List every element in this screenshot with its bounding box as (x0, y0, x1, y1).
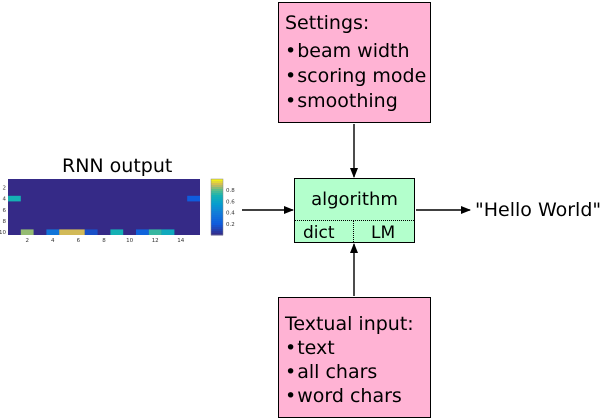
colorbar-segment (211, 197, 223, 200)
settings-box: Settings: •beam width •scoring mode •smo… (278, 2, 431, 123)
lm-label: LM (371, 223, 396, 243)
colorbar-segment (211, 189, 223, 192)
colorbar-segment (211, 207, 223, 210)
textual-item-text: •text (285, 337, 335, 359)
heatmap-cell (187, 195, 200, 202)
heatmap-cell (84, 229, 98, 235)
colorbar-segment (211, 231, 223, 234)
heatmap-grid (8, 179, 200, 235)
heatmap-cell (8, 195, 21, 202)
heatmap-cell (72, 229, 85, 235)
heatmap-cell (136, 229, 149, 235)
colorbar-segment (211, 191, 223, 194)
dict-label: dict (303, 223, 335, 243)
heatmap-x-tick-label: 4 (51, 238, 55, 244)
colorbar-segment (211, 215, 223, 218)
heatmap-cell (110, 229, 124, 235)
settings-title: Settings: (285, 12, 370, 34)
heatmap-y-tick-label: 4 (3, 197, 7, 203)
heatmap-x-ticks: 2 4 6 8 10 12 14 (25, 238, 184, 244)
colorbar-segment (211, 221, 223, 224)
colorbar-tick-label: 0.6 (226, 199, 235, 205)
colorbar-tick-label: 0.2 (226, 222, 235, 228)
colorbar-segment (211, 203, 223, 206)
heatmap-cell (148, 229, 162, 235)
heatmap-colorbar: 0.8 0.6 0.4 0.2 (210, 178, 235, 236)
algorithm-box: algorithm dict LM (294, 178, 415, 243)
bullet-icon: • (285, 385, 297, 407)
heatmap-x-tick-label: 8 (102, 238, 106, 244)
algorithm-vertical-divider (353, 221, 354, 242)
colorbar-segment (211, 181, 223, 184)
colorbar-segment (211, 199, 223, 202)
colorbar-segment (211, 229, 223, 232)
bullet-icon: • (285, 40, 297, 62)
colorbar-frame (210, 178, 224, 236)
colorbar-segment (211, 217, 223, 220)
heatmap-background (8, 179, 200, 235)
rnn-output-label: RNN output (62, 155, 173, 177)
bullet-icon: • (285, 65, 297, 87)
heatmap-y-ticks: 2 4 6 8 10 (0, 185, 7, 236)
settings-item-smoothing: •smoothing (285, 90, 398, 112)
heatmap-cell (161, 229, 175, 235)
bullet-icon: • (285, 90, 297, 112)
heatmap-y-tick-label: 8 (3, 219, 7, 225)
colorbar-segment (211, 183, 223, 186)
heatmap-x-tick-label: 2 (25, 238, 29, 244)
colorbar-segment (211, 219, 223, 222)
heatmap-x-tick-label: 14 (177, 238, 184, 244)
colorbar-segment (211, 185, 223, 188)
heatmap-y-tick-label: 10 (0, 230, 6, 236)
colorbar-segment (211, 179, 223, 182)
heatmap-y-tick-label: 6 (3, 208, 7, 214)
colorbar-segment (211, 233, 223, 236)
rnn-output-heatmap: 2 4 6 8 10 2 4 6 8 10 12 14 0.8 0.6 0.4 0.2 (0, 178, 235, 244)
colorbar-segment (211, 223, 223, 226)
textual-input-box: Textual input: •text •all chars •word ch… (278, 297, 431, 418)
colorbar-segment (211, 209, 223, 212)
bullet-icon: • (285, 361, 297, 383)
algorithm-divider (295, 220, 414, 221)
textual-item-all-chars: •all chars (285, 361, 378, 383)
settings-item-beam-width: •beam width (285, 40, 410, 62)
colorbar-segment (211, 213, 223, 216)
colorbar-tick-label: 0.8 (226, 188, 235, 194)
heatmap-y-tick-label: 2 (3, 185, 7, 191)
heatmap-cell (20, 229, 34, 235)
bullet-icon: • (285, 337, 297, 359)
algorithm-label: algorithm (311, 189, 398, 210)
heatmap-cell (46, 229, 60, 235)
heatmap-x-tick-label: 12 (152, 238, 159, 244)
output-text-label: "Hello World" (475, 199, 600, 221)
colorbar-segment (211, 211, 223, 214)
colorbar-segment (211, 195, 223, 198)
colorbar-tick-label: 0.4 (226, 211, 235, 217)
colorbar-segment (211, 227, 223, 230)
colorbar-segment (211, 201, 223, 204)
textual-item-word-chars: •word chars (285, 385, 402, 407)
textual-input-title: Textual input: (285, 313, 414, 335)
heatmap-cell (59, 229, 72, 235)
heatmap-x-tick-label: 6 (77, 238, 81, 244)
colorbar-segment (211, 205, 223, 208)
colorbar-segment (211, 187, 223, 190)
colorbar-segment (211, 193, 223, 196)
colorbar-segment (211, 225, 223, 228)
heatmap-x-tick-label: 10 (126, 238, 133, 244)
settings-item-scoring-mode: •scoring mode (285, 65, 427, 87)
